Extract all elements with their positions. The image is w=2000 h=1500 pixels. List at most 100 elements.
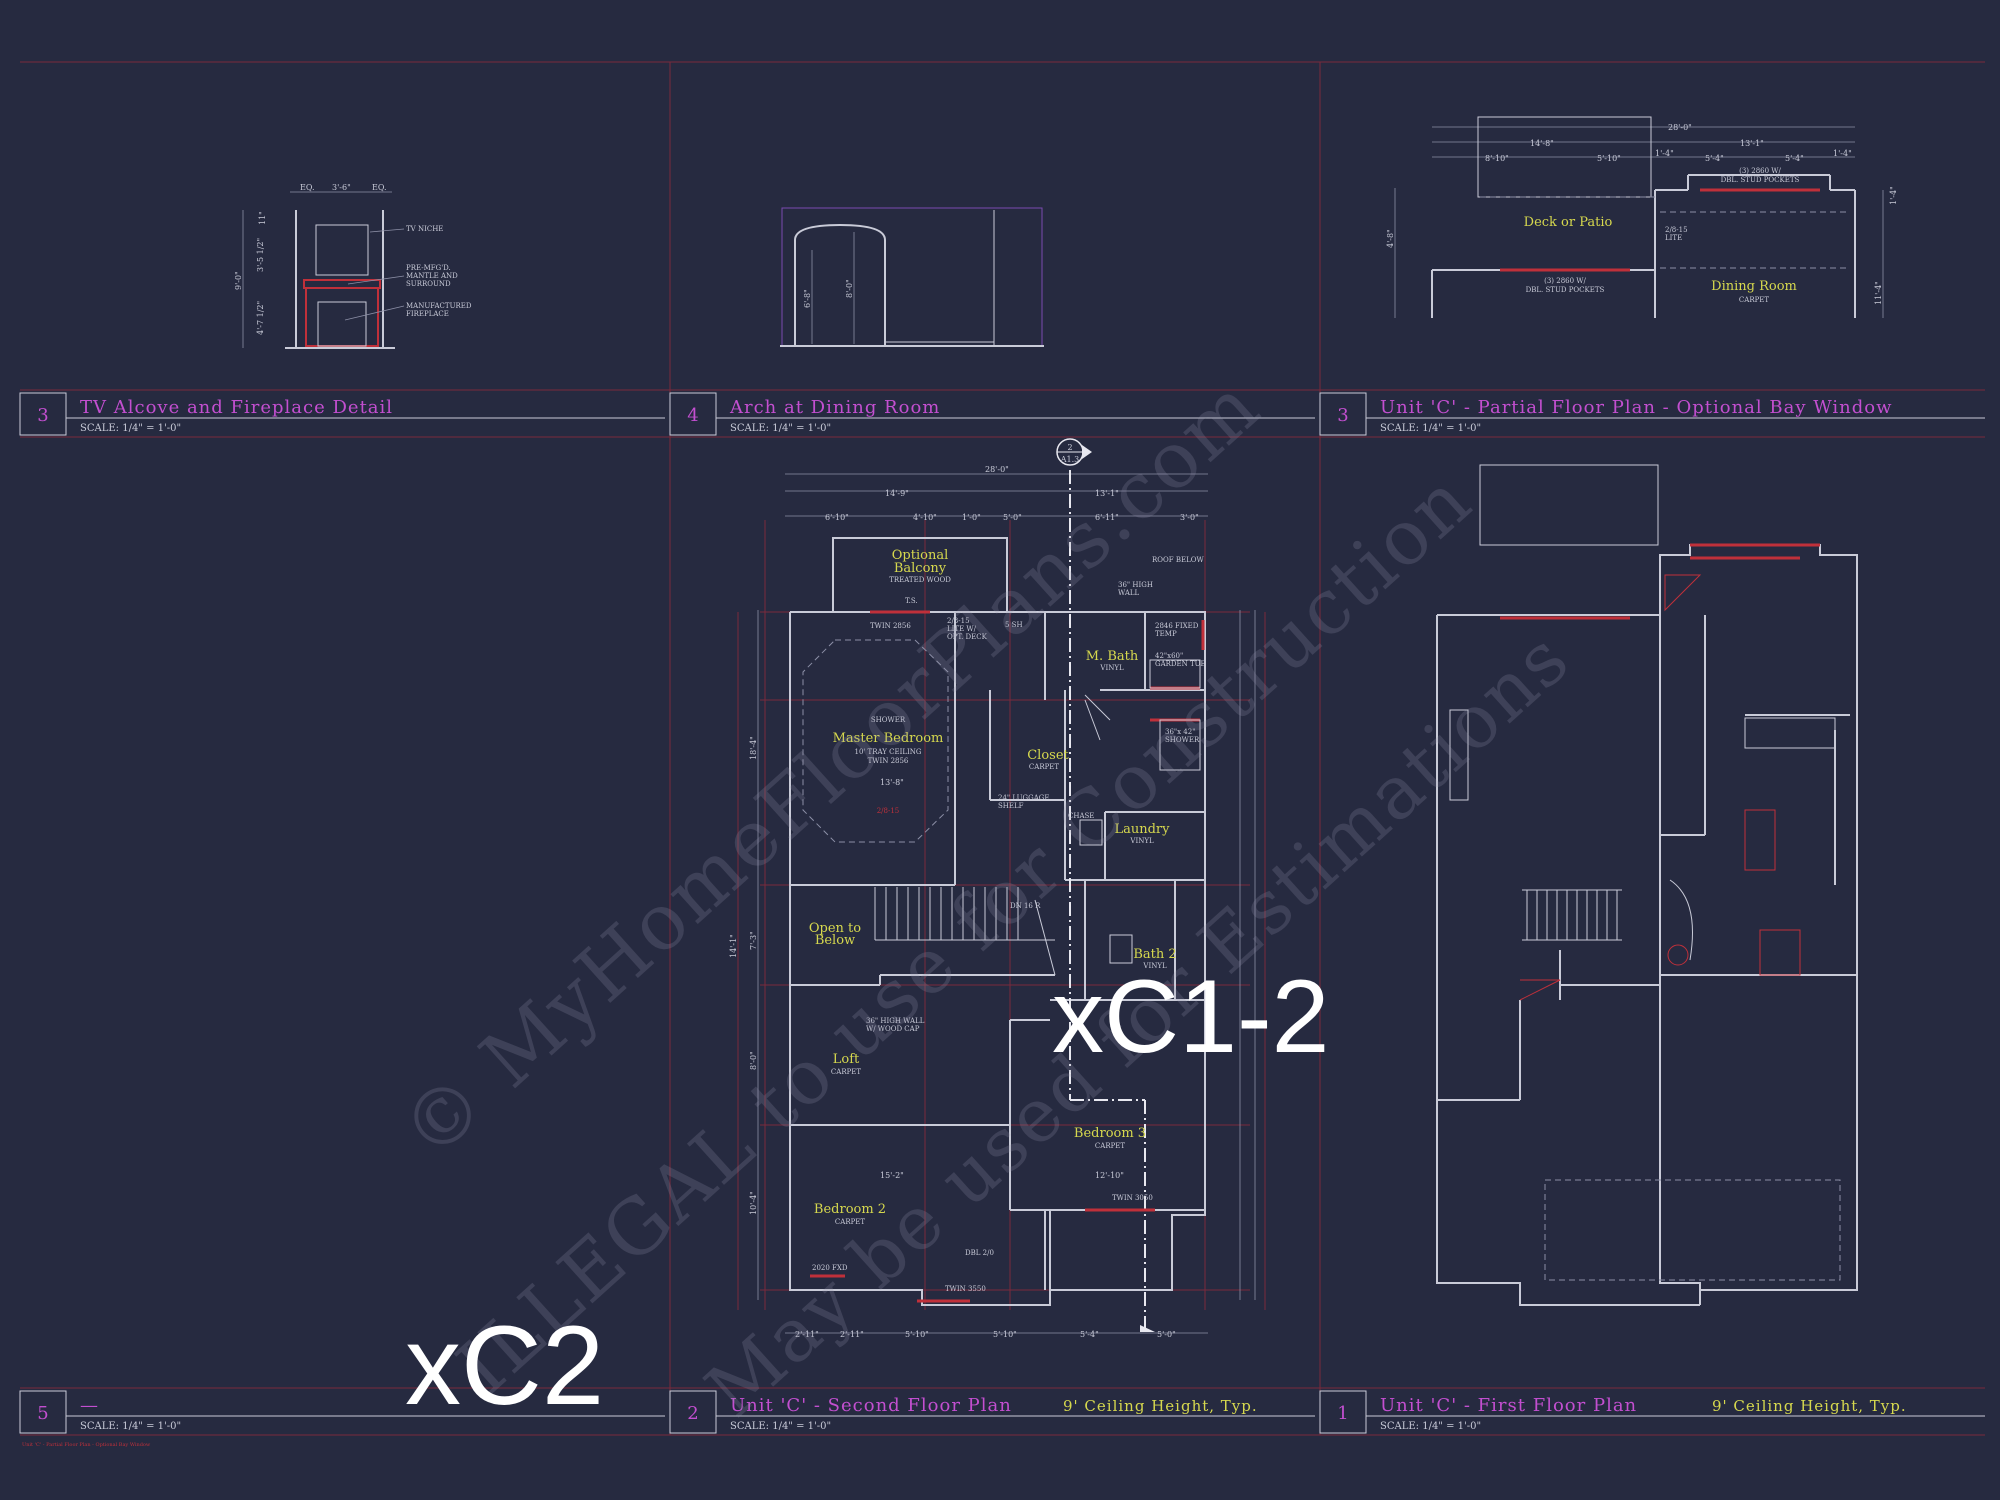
svg-text:LITE W/: LITE W/: [947, 625, 977, 633]
svg-text:2: 2: [1067, 443, 1072, 452]
exterior-walls: [789, 611, 1206, 1306]
svg-text:28'-0": 28'-0": [985, 465, 1009, 474]
svg-text:13'-1": 13'-1": [1095, 489, 1119, 498]
svg-text:6'-11": 6'-11": [1095, 513, 1119, 522]
svg-text:DBL. STUD POCKETS: DBL. STUD POCKETS: [1721, 176, 1800, 184]
svg-text:VINYL: VINYL: [1099, 664, 1124, 672]
room-label-bath-2: Bath 2: [1133, 947, 1176, 962]
second-floor-plan: 28'-0" 14'-9" 13'-1" 6'-10" 4'-10" 1'-0"…: [729, 438, 1266, 1339]
title-block-5: 5 — SCALE: 1/4" = 1'-0" Unit 'C' - Parti…: [19, 1390, 665, 1448]
svg-text:12'-10": 12'-10": [1095, 1171, 1124, 1180]
svg-text:CARPET: CARPET: [1095, 1142, 1126, 1150]
panel-number: 3: [37, 405, 48, 426]
panel-title: —: [80, 1395, 99, 1416]
svg-text:8'-10": 8'-10": [1485, 154, 1509, 163]
svg-text:(3) 2860 W/: (3) 2860 W/: [1739, 167, 1781, 175]
svg-text:GARDEN TUB: GARDEN TUB: [1155, 660, 1206, 668]
svg-text:6'-10": 6'-10": [825, 513, 849, 522]
panel-title: TV Alcove and Fireplace Detail: [80, 397, 393, 418]
svg-text:1'-4": 1'-4": [1889, 186, 1898, 205]
svg-text:5'-10": 5'-10": [1597, 154, 1621, 163]
tray-ceiling: [802, 639, 949, 843]
title-block-second-floor: 2 Unit 'C' - Second Floor Plan 9' Ceilin…: [669, 1390, 1315, 1434]
room-label-deck: Deck or Patio: [1524, 215, 1613, 230]
svg-text:TEMP: TEMP: [1155, 630, 1177, 638]
svg-text:5'-4": 5'-4": [1785, 154, 1804, 163]
svg-text:36" HIGH WALL: 36" HIGH WALL: [866, 1017, 925, 1025]
svg-text:SHOWER: SHOWER: [1165, 736, 1200, 744]
svg-text:11": 11": [258, 211, 267, 225]
stairs: [874, 887, 1056, 976]
first-floor-stairs: [1522, 889, 1622, 941]
interior-walls: [790, 612, 1205, 1290]
room-label-master-bedroom: Master Bedroom: [833, 731, 944, 746]
fireplace-detail: EQ. 3'-6" EQ. 9'-0" 3'-5 1/2" 4'-7 1/2" …: [234, 183, 472, 349]
svg-text:2020 FXD: 2020 FXD: [812, 1264, 848, 1272]
svg-text:11'-4": 11'-4": [1874, 281, 1883, 305]
svg-text:SHOWER: SHOWER: [871, 716, 906, 724]
svg-text:CHASE: CHASE: [1068, 812, 1094, 820]
svg-text:DBL 2/0: DBL 2/0: [965, 1249, 994, 1257]
room-label-dining: Dining Room: [1711, 279, 1797, 294]
svg-text:2846 FIXED: 2846 FIXED: [1155, 622, 1199, 630]
panel-scale: SCALE: 1/4" = 1'-0": [730, 1421, 831, 1432]
room-label-loft: Loft: [833, 1052, 860, 1067]
svg-text:5'-10": 5'-10": [905, 1330, 929, 1339]
svg-text:3'-6": 3'-6": [332, 183, 351, 192]
svg-text:T.S.: T.S.: [905, 597, 918, 605]
unit-tag-xc1-2: xC1-2: [1052, 959, 1330, 1075]
svg-text:5'-0": 5'-0": [1003, 513, 1022, 522]
svg-text:TREATED WOOD: TREATED WOOD: [889, 576, 951, 584]
panel-scale: SCALE: 1/4" = 1'-0": [1380, 1421, 1481, 1432]
svg-text:2'-11": 2'-11": [840, 1330, 864, 1339]
partial-floor-plan-bay: 28'-0" 14'-8" 13'-1" 8'-10" 5'-10" 1'-4"…: [1386, 116, 1898, 318]
svg-text:CARPET: CARPET: [831, 1068, 862, 1076]
svg-text:10'-4": 10'-4": [749, 1191, 758, 1215]
svg-text:TWIN 2856: TWIN 2856: [868, 757, 909, 765]
svg-text:2/8-15: 2/8-15: [947, 617, 970, 625]
room-label-laundry: Laundry: [1114, 822, 1170, 837]
room-label-bedroom-2: Bedroom 2: [814, 1202, 886, 1217]
arch-detail: 6'-8" 8'-0": [780, 207, 1044, 347]
plan-grid: [737, 520, 1266, 1310]
svg-text:SHELF: SHELF: [998, 802, 1024, 810]
room-label-optional: Optional: [892, 548, 948, 563]
svg-text:CARPET: CARPET: [835, 1218, 866, 1226]
svg-text:TWIN 2856: TWIN 2856: [870, 622, 911, 630]
svg-text:6'-8": 6'-8": [803, 289, 812, 308]
svg-text:WALL: WALL: [1118, 589, 1140, 597]
title-block-bay-window: 3 Unit 'C' - Partial Floor Plan - Option…: [1319, 392, 1985, 436]
svg-text:FIREPLACE: FIREPLACE: [406, 310, 449, 318]
svg-text:DBL. STUD POCKETS: DBL. STUD POCKETS: [1526, 286, 1605, 294]
svg-text:(3) 2860 W/: (3) 2860 W/: [1544, 277, 1586, 285]
svg-text:2/8-15: 2/8-15: [1665, 226, 1688, 234]
panel-number: 5: [37, 1403, 48, 1424]
svg-text:LITE: LITE: [1665, 234, 1682, 242]
svg-text:W/ WOOD CAP: W/ WOOD CAP: [866, 1025, 920, 1033]
panel-title: Unit 'C' - Second Floor Plan: [730, 1395, 1012, 1416]
panel-scale: SCALE: 1/4" = 1'-0": [1380, 423, 1481, 434]
svg-text:36"x 42": 36"x 42": [1165, 728, 1195, 736]
svg-text:1'-4": 1'-4": [1833, 149, 1852, 158]
svg-text:DN 16 R: DN 16 R: [1010, 902, 1041, 910]
svg-text:9'-0": 9'-0": [234, 271, 243, 290]
svg-text:PRE-MFG'D.: PRE-MFG'D.: [406, 264, 451, 272]
svg-text:EQ.: EQ.: [372, 183, 387, 192]
svg-text:4'-10": 4'-10": [913, 513, 937, 522]
svg-text:8'-0": 8'-0": [845, 279, 854, 298]
room-label-bedroom-3: Bedroom 3: [1074, 1126, 1146, 1141]
panel-subtitle: 9' Ceiling Height, Typ.: [1712, 1397, 1907, 1415]
svg-text:18'-4": 18'-4": [749, 736, 758, 760]
svg-text:36" HIGH: 36" HIGH: [1118, 581, 1153, 589]
first-floor-plan: [1436, 464, 1858, 1306]
panel-number: 3: [1337, 405, 1348, 426]
svg-text:4'-8": 4'-8": [1386, 229, 1395, 248]
panel-footnote: Unit 'C' - Partial Floor Plan - Optional…: [22, 1442, 151, 1448]
panel-title: Unit 'C' - First Floor Plan: [1380, 1395, 1637, 1416]
svg-text:14'-9": 14'-9": [885, 489, 909, 498]
panel-title: Arch at Dining Room: [729, 397, 940, 418]
room-label-m-bath: M. Bath: [1086, 649, 1139, 664]
svg-text:A1.3: A1.3: [1060, 455, 1080, 464]
room-label-closet: Closet: [1027, 748, 1069, 763]
